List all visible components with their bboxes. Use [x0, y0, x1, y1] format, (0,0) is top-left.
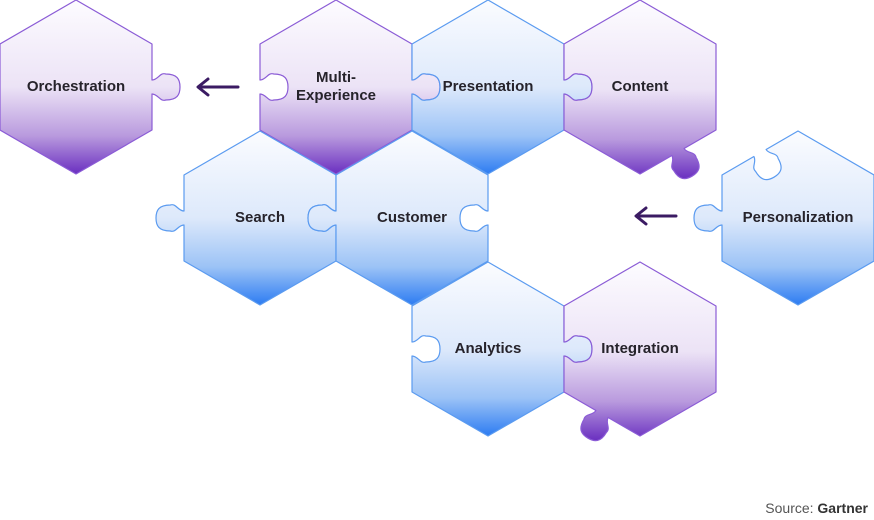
piece-presentation: Presentation — [411, 0, 593, 175]
source-name: Gartner — [817, 500, 868, 516]
piece-label: Multi- — [316, 69, 356, 86]
piece-customer: Customer — [307, 130, 489, 306]
piece-label: Personalization — [743, 209, 854, 226]
piece-orchestration: Orchestration — [0, 0, 181, 175]
piece-integration: Integration — [563, 261, 717, 442]
piece-label: Integration — [601, 340, 679, 357]
source-prefix: Source: — [765, 500, 818, 516]
arrow-shape — [634, 206, 678, 226]
piece-label: Orchestration — [27, 78, 125, 95]
pieces-layer: Orchestration Multi-Experience Presentatio… — [0, 0, 874, 442]
piece-label: Experience — [296, 87, 376, 104]
piece-label: Customer — [377, 209, 447, 226]
hexagon-piece-shape — [563, 261, 717, 442]
hexagon-piece-shape — [307, 130, 489, 306]
hexagon-piece-shape — [0, 0, 181, 175]
hexagon-piece-shape — [693, 130, 874, 306]
arrow-left-icon — [196, 77, 240, 97]
piece-label: Search — [235, 209, 285, 226]
arrow-shape — [196, 77, 240, 97]
source-credit: Source: Gartner — [765, 500, 868, 516]
hexagon-piece-shape — [563, 0, 717, 180]
arrows-layer — [196, 77, 678, 226]
piece-personalization: Personalization — [693, 130, 874, 306]
piece-content: Content — [563, 0, 717, 180]
piece-search: Search — [155, 130, 337, 306]
piece-label: Analytics — [455, 340, 522, 357]
piece-label: Content — [612, 78, 669, 95]
arrow-left-icon — [634, 206, 678, 226]
piece-label: Presentation — [443, 78, 534, 95]
